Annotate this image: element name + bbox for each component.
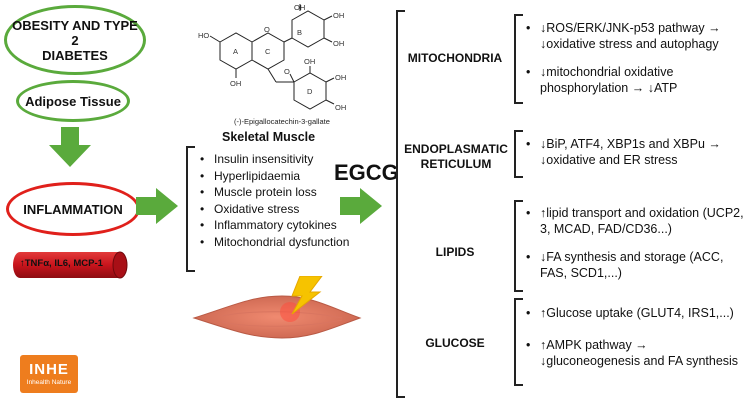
inhe-logo-tagline: Inhealth Nature [26,378,72,386]
egcg-label: EGCG [334,160,399,185]
egcg-main-bracket [396,10,405,398]
mitochondria-list: ↓ROS/ERK/JNK-p53 pathway → ↓oxidative st… [526,20,748,108]
cytokines-label: ↑TNFα, IL6, MCP-1 [20,258,103,269]
group-oh-5: OH [304,57,315,66]
lightning-icon [291,275,323,315]
down-arrow [49,127,91,167]
group-o-2: O [284,67,290,76]
molecule-caption: (-)-Epigallocatechin-3-gallate [234,117,330,126]
group-o-1: O [264,25,270,34]
glucose-bracket [514,298,523,386]
inflammation-oval: INFLAMMATION [6,182,140,236]
ring-d-label: D [307,87,313,96]
lipids-item: ↑lipid transport and oxidation (UCP2, 3,… [526,205,748,237]
ring-b-label: B [297,28,302,37]
group-oh-2: OH [294,3,305,12]
er-bracket [514,130,523,178]
lipids-list: ↑lipid transport and oxidation (UCP2, 3,… [526,205,748,293]
er-list: ↓BiP, ATF4, XBP1s and XBPu → ↓oxidative … [526,136,748,180]
muscle-bracket [186,146,195,272]
er-item: ↓BiP, ATF4, XBP1s and XBPu → ↓oxidative … [526,136,748,168]
group-oh-7: OH [335,103,346,112]
mitochondria-item: ↓mitochondrial oxidative phosphorylation… [526,64,748,96]
muscle-item: Muscle protein loss [200,184,370,201]
muscle-item: Insulin insensitivity [200,151,370,168]
adipose-tissue-label: Adipose Tissue [25,93,121,109]
egcg-molecule: A C B D HO OH OH OH OH O O OH OH OH (-)-… [198,2,358,128]
right-arrow-inflammation [136,188,178,224]
category-lipids: LIPIDS [435,245,475,259]
skeletal-muscle-title: Skeletal Muscle [222,130,316,144]
obesity-diabetes-oval: OBESITY AND TYPE 2 DIABETES [4,5,146,75]
group-oh-1: OH [230,79,241,88]
inhe-logo: INHE Inhealth Nature [20,355,78,393]
inhe-logo-name: INHE [29,360,69,378]
category-mitochondria: MITOCHONDRIA [407,51,503,65]
muscle-item: Mitochondrial dysfunction [200,234,370,251]
muscle-item: Oxidative stress [200,201,370,218]
lipids-bracket [514,200,523,292]
mitochondria-bracket [514,14,523,104]
muscle-illustration [192,275,362,346]
category-er: ENDOPLASMATIC RETICULUM [404,142,508,171]
ring-c-label: C [265,47,271,56]
muscle-item: Hyperlipidaemia [200,168,370,185]
muscle-item: Inflammatory cytokines [200,217,370,234]
obesity-diabetes-label: OBESITY AND TYPE 2 DIABETES [12,17,138,63]
lipids-item: ↓FA synthesis and storage (ACC, FAS, SCD… [526,249,748,281]
muscle-list: Insulin insensitivity Hyperlipidaemia Mu… [200,151,370,250]
category-glucose: GLUCOSE [425,336,485,350]
glucose-list: ↑Glucose uptake (GLUT4, IRS1,...) ↑AMPK … [526,305,748,381]
cytokines-cylinder: ↑TNFα, IL6, MCP-1 [12,250,128,280]
adipose-tissue-oval: Adipose Tissue [16,80,130,122]
group-ho: HO [198,31,209,40]
inflammation-label: INFLAMMATION [23,201,123,217]
ring-a-label: A [233,47,238,56]
inhe-logo-box: INHE Inhealth Nature [20,355,78,393]
mitochondria-item: ↓ROS/ERK/JNK-p53 pathway → ↓oxidative st… [526,20,748,52]
glucose-item: ↑AMPK pathway → ↓gluconeogenesis and FA … [526,337,748,369]
group-oh-6: OH [335,73,346,82]
glucose-item: ↑Glucose uptake (GLUT4, IRS1,...) [526,305,748,321]
group-oh-3: OH [333,11,344,20]
group-oh-4: OH [333,39,344,48]
